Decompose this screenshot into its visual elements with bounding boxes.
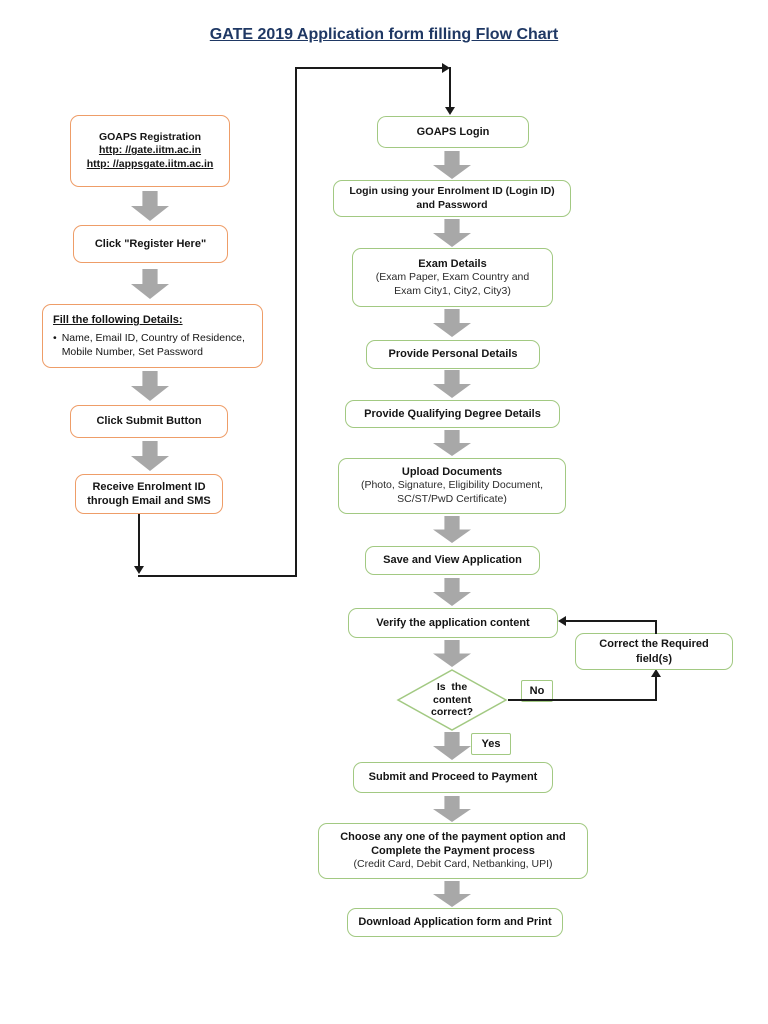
- node-personal-details: Provide Personal Details: [366, 340, 540, 369]
- down-arrow: [433, 309, 471, 337]
- down-arrow: [131, 371, 169, 401]
- node-payment-options: Choose any one of the payment option and…: [318, 823, 588, 879]
- node-correct-required-fields: Correct the Required field(s): [575, 633, 733, 670]
- connector-arrowhead-left: [558, 616, 566, 626]
- down-arrow: [433, 578, 471, 606]
- node-save-view-application: Save and View Application: [365, 546, 540, 575]
- down-arrow: [433, 370, 471, 398]
- node-label: Correct the Required: [599, 638, 709, 651]
- down-arrow: [131, 269, 169, 299]
- node-label: Provide Personal Details: [388, 348, 518, 361]
- no-label: No: [521, 680, 553, 702]
- connector-line: [564, 620, 657, 622]
- node-login-enrolment: Login using your Enrolment ID (Login ID)…: [333, 180, 571, 217]
- down-arrow: [433, 796, 471, 822]
- node-label: through Email and SMS: [87, 495, 211, 507]
- connector-line: [138, 575, 297, 577]
- down-arrow: [131, 441, 169, 471]
- down-arrow: [433, 516, 471, 543]
- node-goaps-registration: GOAPS Registration http: //gate.iitm.ac.…: [70, 115, 230, 187]
- node-qualifying-degree: Provide Qualifying Degree Details: [345, 400, 560, 428]
- node-download-print: Download Application form and Print: [347, 908, 563, 937]
- registration-url-2: http: //appsgate.iitm.ac.in: [86, 157, 214, 170]
- down-arrow: [433, 640, 471, 667]
- decision-diamond: [396, 669, 508, 731]
- connector-line: [508, 699, 657, 701]
- page-title: GATE 2019 Application form filling Flow …: [209, 26, 559, 43]
- down-arrow: [433, 151, 471, 179]
- node-label: field(s): [635, 652, 673, 665]
- node-fill-details: Fill the following Details: • Name, Emai…: [42, 304, 263, 368]
- down-arrow: [433, 732, 471, 760]
- node-sublabel: (Photo, Signature, Eligibility Document,…: [360, 479, 544, 506]
- connector-line: [138, 514, 140, 568]
- node-label: Save and View Application: [383, 554, 522, 567]
- node-label: Receive Enrolment ID: [92, 480, 206, 493]
- connector-line: [655, 621, 657, 634]
- fill-details-heading: Fill the following Details:: [53, 313, 183, 326]
- node-label: GOAPS Login: [416, 125, 490, 138]
- bullet-marker: •: [53, 331, 57, 344]
- node-click-submit: Click Submit Button: [70, 405, 228, 438]
- node-label: Click "Register Here": [94, 237, 207, 250]
- connector-arrowhead-down: [134, 566, 144, 574]
- node-label: Verify the application content: [376, 616, 530, 629]
- connector-line: [655, 676, 657, 701]
- node-label: Complete the Payment process: [371, 845, 535, 858]
- node-click-register-here: Click "Register Here": [73, 225, 228, 263]
- node-verify-content: Verify the application content: [348, 608, 558, 638]
- node-label: GOAPS Registration: [98, 130, 202, 143]
- fill-details-bullet: • Name, Email ID, Country of Residence, …: [53, 332, 262, 359]
- node-label: and Password: [416, 198, 488, 211]
- node-label: Upload Documents: [401, 466, 503, 479]
- connector-line: [295, 67, 444, 69]
- node-receive-enrolment-id: Receive Enrolment ID through Email and S…: [75, 474, 223, 514]
- node-sublabel: (Credit Card, Debit Card, Netbanking, UP…: [353, 858, 553, 871]
- node-exam-details: Exam Details (Exam Paper, Exam Country a…: [352, 248, 553, 307]
- bullet-text: Name, Email ID, Country of Residence, Mo…: [61, 331, 245, 358]
- down-arrow: [433, 881, 471, 907]
- down-arrow: [433, 430, 471, 456]
- node-label: Login using your Enrolment ID (Login ID): [349, 185, 555, 198]
- connector-arrowhead-down: [445, 107, 455, 115]
- node-goaps-login: GOAPS Login: [377, 116, 529, 148]
- node-label: Exam Details: [418, 257, 487, 270]
- down-arrow: [433, 219, 471, 247]
- connector-arrowhead-right: [442, 63, 450, 73]
- connector-line: [449, 67, 451, 109]
- node-label: Click Submit Button: [96, 415, 202, 428]
- node-label: Download Application form and Print: [358, 916, 552, 929]
- connector-line: [295, 67, 297, 577]
- yes-label: Yes: [471, 733, 511, 755]
- node-sublabel: (Exam Paper, Exam Country and Exam City1…: [375, 270, 530, 297]
- node-label: Provide Qualifying Degree Details: [364, 407, 541, 420]
- node-upload-documents: Upload Documents (Photo, Signature, Elig…: [338, 458, 566, 514]
- registration-url-1: http: //gate.iitm.ac.in: [98, 144, 202, 157]
- node-label: Submit and Proceed to Payment: [368, 771, 538, 784]
- node-submit-payment: Submit and Proceed to Payment: [353, 762, 553, 793]
- node-label: Choose any one of the payment option and: [340, 831, 566, 844]
- connector-arrowhead-up: [651, 669, 661, 677]
- decision-text: Is the content correct?: [430, 681, 473, 719]
- down-arrow: [131, 191, 169, 221]
